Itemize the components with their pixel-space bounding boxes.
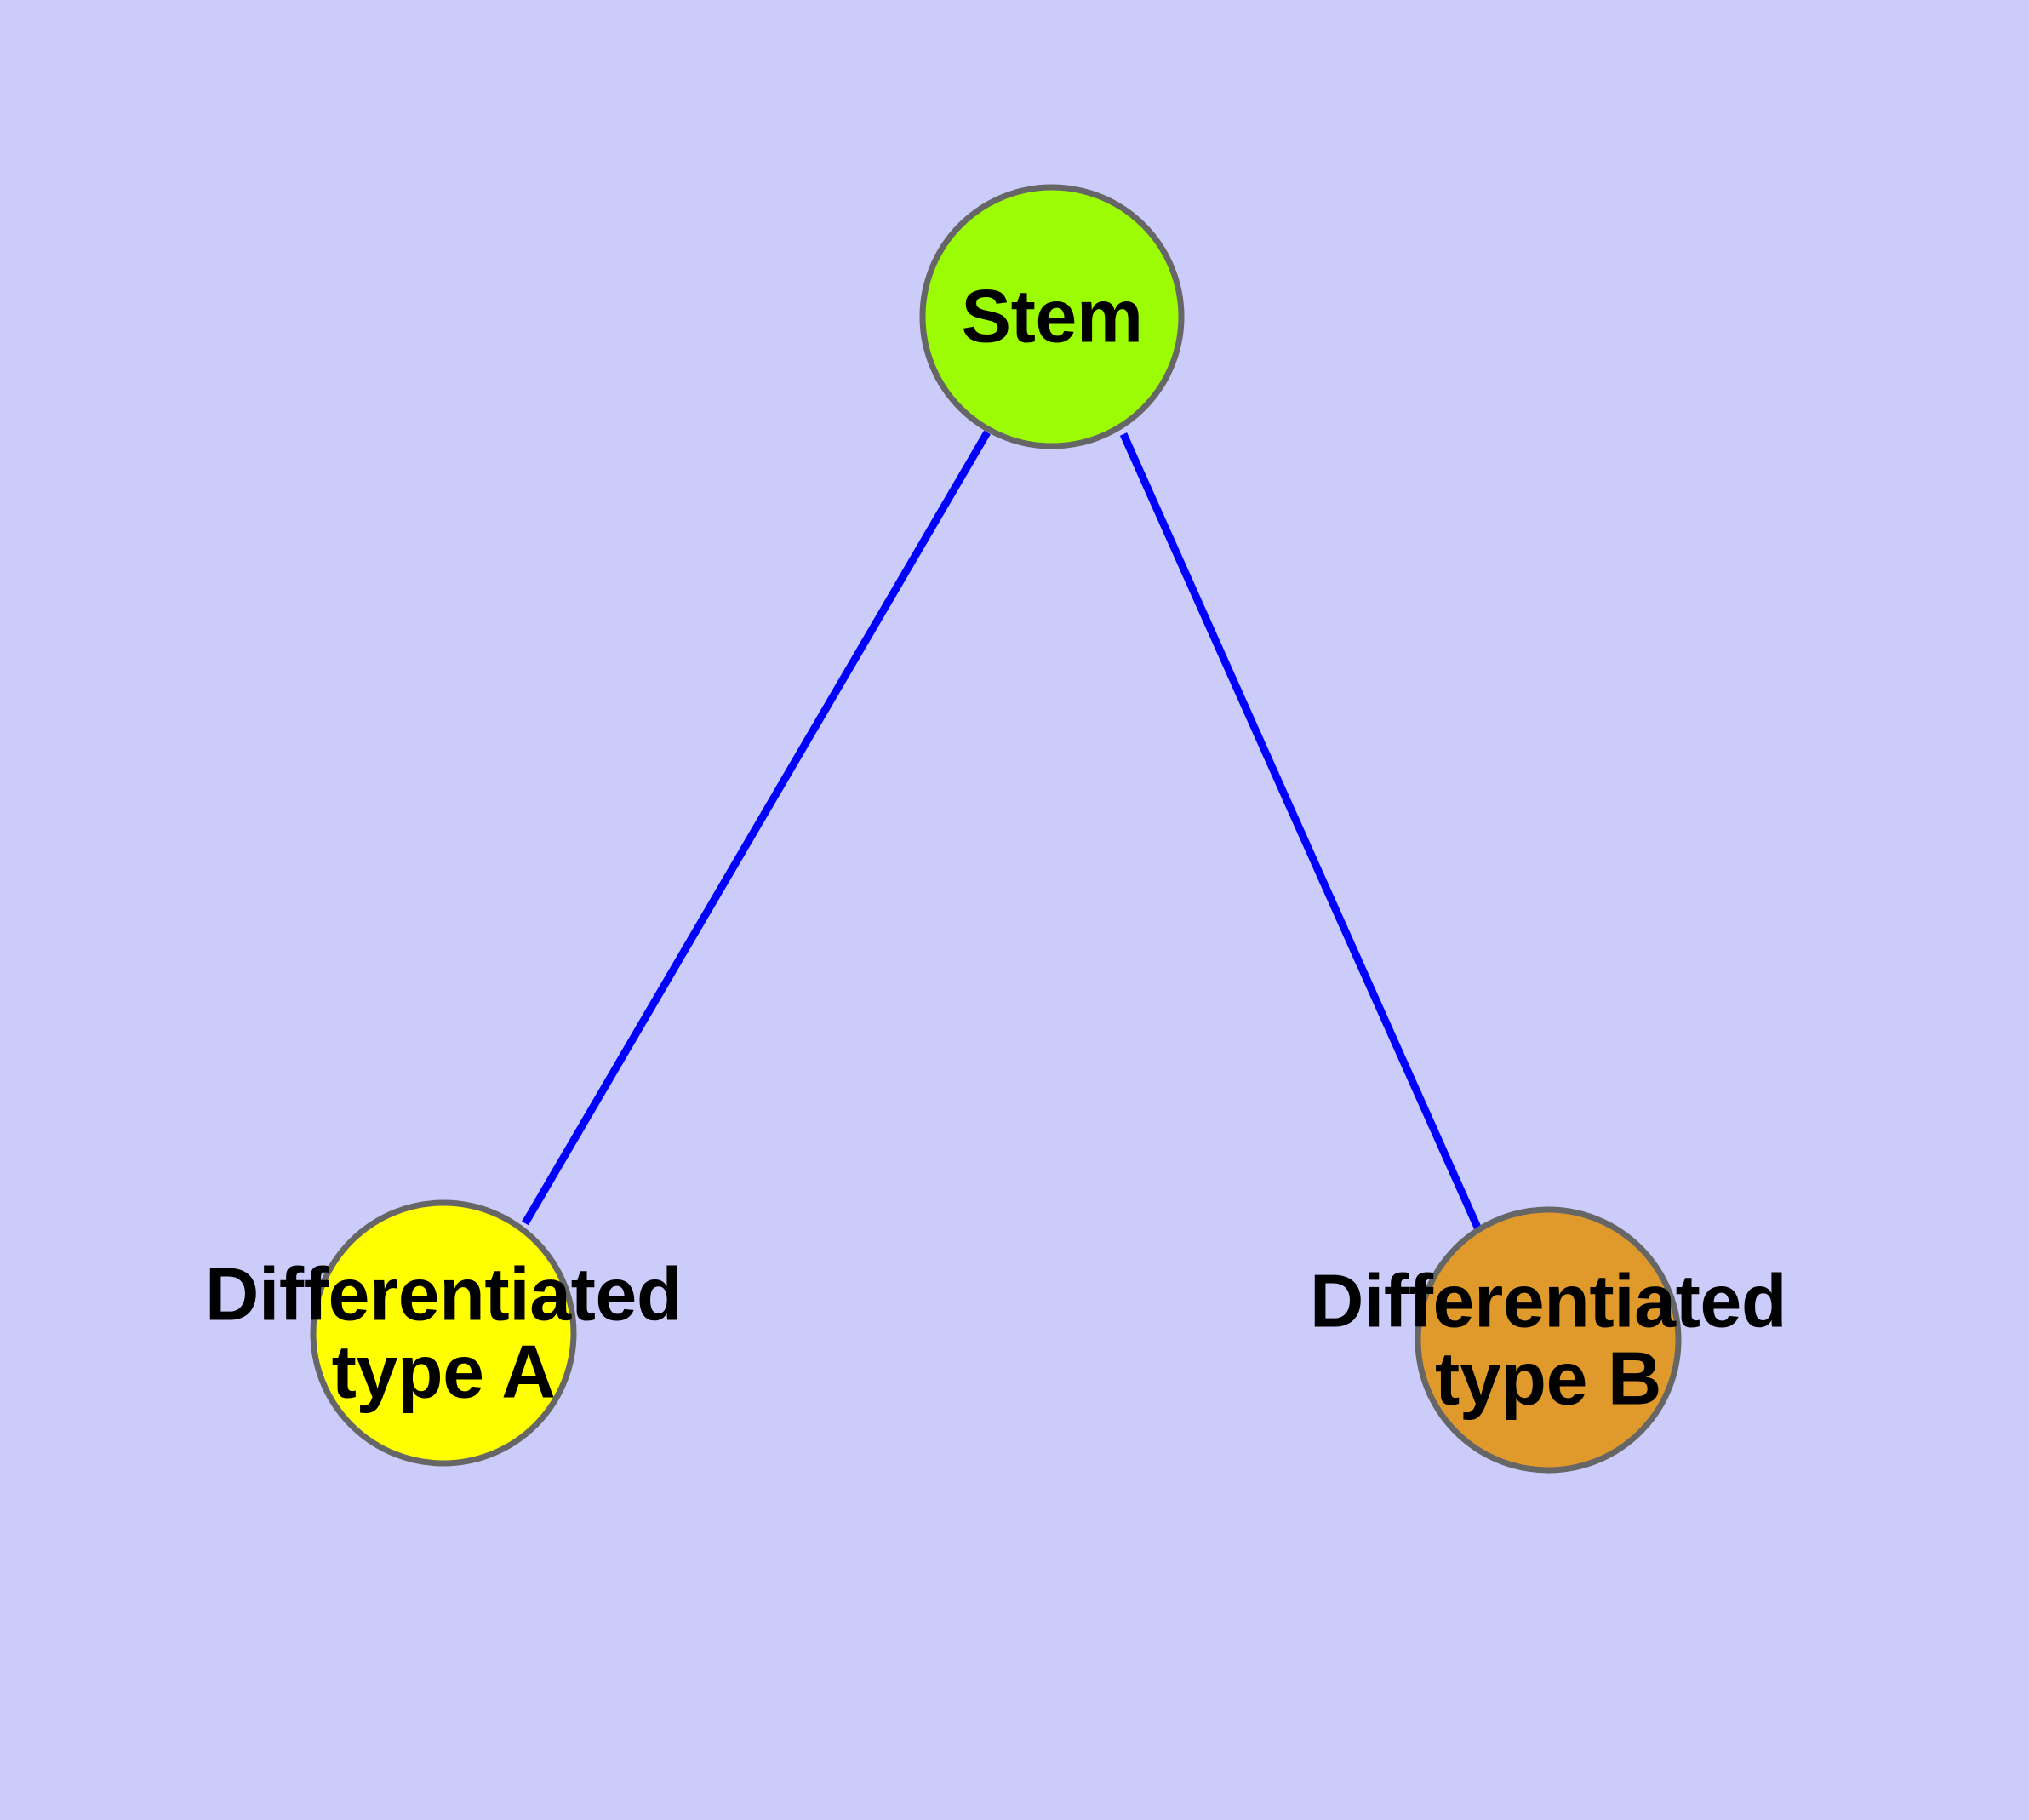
graph-node-stem[interactable] bbox=[919, 184, 1185, 449]
graph-node-diff_b[interactable] bbox=[1415, 1206, 1682, 1474]
edges-group bbox=[522, 430, 1483, 1231]
graph-node-diff_a[interactable] bbox=[310, 1199, 577, 1467]
graph-edge-stem-to-diff_a[interactable] bbox=[522, 430, 991, 1226]
graph-edge-stem-to-diff_b[interactable] bbox=[1119, 432, 1483, 1231]
nodes-group bbox=[310, 184, 1682, 1474]
